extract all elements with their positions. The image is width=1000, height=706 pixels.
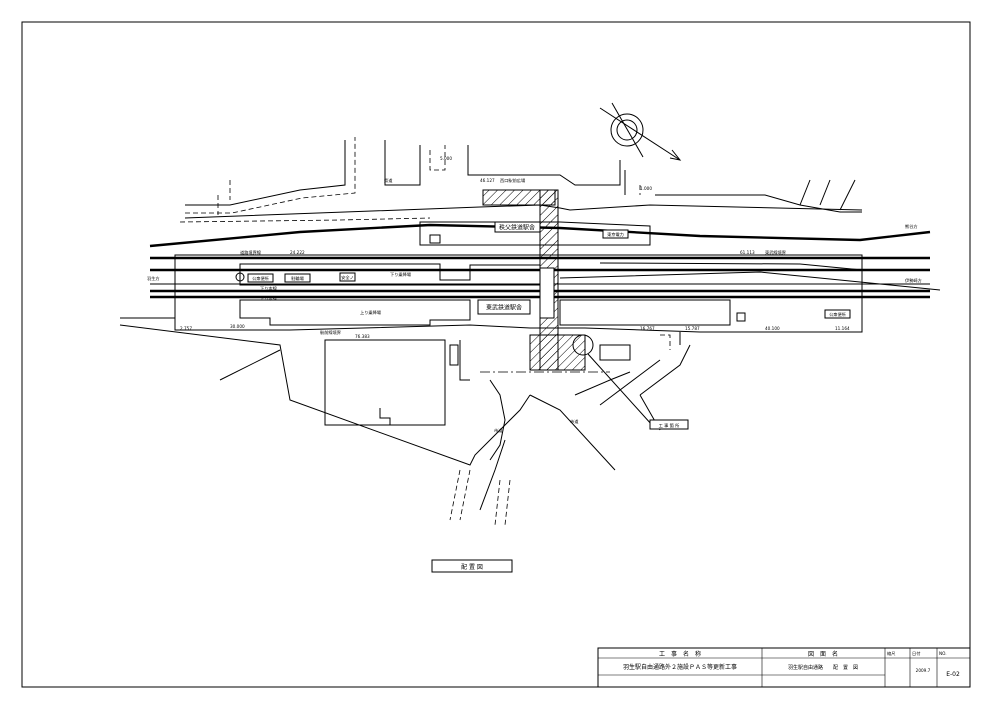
drawing-title-label: 配 置 図: [461, 564, 483, 571]
platform-up: [239, 299, 471, 326]
up-line-label: 上り本線: [260, 295, 278, 302]
platform-down: [239, 263, 541, 286]
title-header-no: NO.: [939, 651, 947, 656]
note-n8: 15.787: [685, 326, 700, 331]
small-box-2: [736, 312, 746, 322]
east-facility-box: [284, 273, 311, 283]
note-n4: 24.222: [290, 250, 305, 255]
title-block: [597, 647, 971, 688]
north-building-box: [602, 229, 629, 239]
title-drawing-no: E-02: [946, 671, 960, 678]
note-n11: 2.757: [180, 326, 192, 331]
southeast-building-box: [824, 309, 851, 319]
bus-stop-label: 安全ノ: [341, 274, 354, 281]
up-platform-label: 上り乗降場: [360, 309, 382, 316]
down-platform-label: 下り乗降場: [390, 271, 412, 278]
bus-stop-box: [339, 272, 356, 282]
stair-block: [539, 267, 555, 319]
title-header-date: 日付: [912, 650, 920, 657]
free-passage-south: [529, 334, 586, 371]
tobu-station-box: [477, 299, 531, 315]
title-header-drawing: 図 面 名: [808, 650, 838, 658]
note-n13: 76.383: [355, 334, 370, 339]
title-project-name: 羽生駅自由通路外２施設ＰＡＳ等更新工事: [623, 663, 737, 671]
seibu-station-box: [494, 221, 541, 233]
tobu-station-label: 東武鉄道駅舎: [486, 304, 522, 312]
note-n12: 30.000: [230, 324, 245, 329]
down-line-label: 下り本線: [260, 285, 278, 292]
seibu-station-label: 秩父鉄道駅舎: [499, 224, 535, 232]
north-arrow-icon: [599, 102, 682, 161]
small-box-1: [429, 234, 441, 244]
title-header-project: 工 事 名 称: [659, 650, 701, 658]
drawing-frame: [21, 21, 971, 688]
road-a-label: 県道: [384, 177, 393, 184]
east-facility-label: 駐輪場: [291, 275, 304, 282]
note-n15: 5.000: [440, 156, 452, 161]
title-date-value: 2009.7: [916, 668, 931, 673]
note-n5: 61.113: [740, 250, 755, 255]
note-n6: 東武線境界: [765, 249, 787, 256]
west-facility-box: [247, 273, 274, 283]
north-building-label: 東京電力: [607, 231, 624, 238]
note-n9: 40.100: [765, 326, 780, 331]
platform-east: [559, 299, 731, 326]
note-n2: 西口駅前広場: [500, 177, 526, 184]
south-site-lines: [119, 317, 691, 526]
road-b-label: 市道: [494, 427, 503, 434]
road-c-label: 市道: [570, 418, 579, 425]
note-n10: 11.164: [835, 326, 850, 331]
right-end-north-label: 熊谷方: [905, 223, 918, 230]
station-boundary: [174, 254, 863, 333]
left-end-label: 羽生方: [147, 275, 160, 282]
title-drawing-name: 羽生駅自由通路 配 置 図: [788, 664, 858, 671]
construction-circle: [572, 334, 594, 356]
west-facility-label: 公衆便所: [252, 275, 269, 282]
construction-label-box: [649, 419, 689, 430]
right-end-east-label: 伊勢崎方: [905, 277, 922, 284]
note-n14: 駅前線境界: [320, 329, 342, 336]
construction-label: 工 事 箇 所: [659, 422, 680, 429]
title-header-scale: 縮尺: [887, 650, 895, 657]
north-street-lines: [179, 137, 863, 223]
note-n7: 16.767: [640, 326, 655, 331]
note-n3: 道路境界線: [240, 249, 262, 256]
note-n1: 46.127: [480, 178, 495, 183]
marker-circle: [235, 272, 245, 282]
southeast-building-label: 公衆便所: [829, 311, 846, 318]
note-n16: 1.000: [640, 186, 652, 191]
drawing-title-box: [431, 559, 513, 573]
